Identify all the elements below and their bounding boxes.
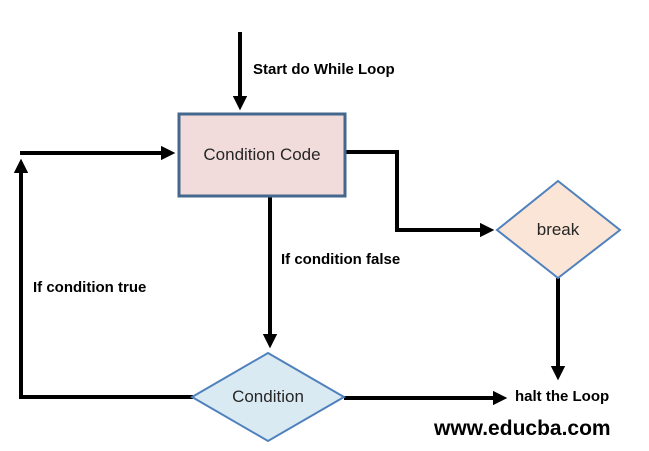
condition-code-label: Condition Code <box>203 145 321 164</box>
arrow-condition-code-to-break <box>345 150 495 238</box>
start-do-while-label: Start do While Loop <box>253 61 395 78</box>
halt-the-loop-label: halt the Loop <box>515 388 610 405</box>
arrow-condition-true-loop <box>13 158 193 399</box>
if-condition-true-label: If condition true <box>33 279 147 296</box>
condition-label: Condition <box>232 387 304 406</box>
educba-watermark: www.educba.com <box>434 417 611 440</box>
break-diamond <box>495 179 622 280</box>
condition-diamond <box>190 351 346 443</box>
break-label: break <box>536 220 580 239</box>
condition-code-box <box>177 112 347 198</box>
if-condition-false-label: If condition false <box>281 251 401 268</box>
